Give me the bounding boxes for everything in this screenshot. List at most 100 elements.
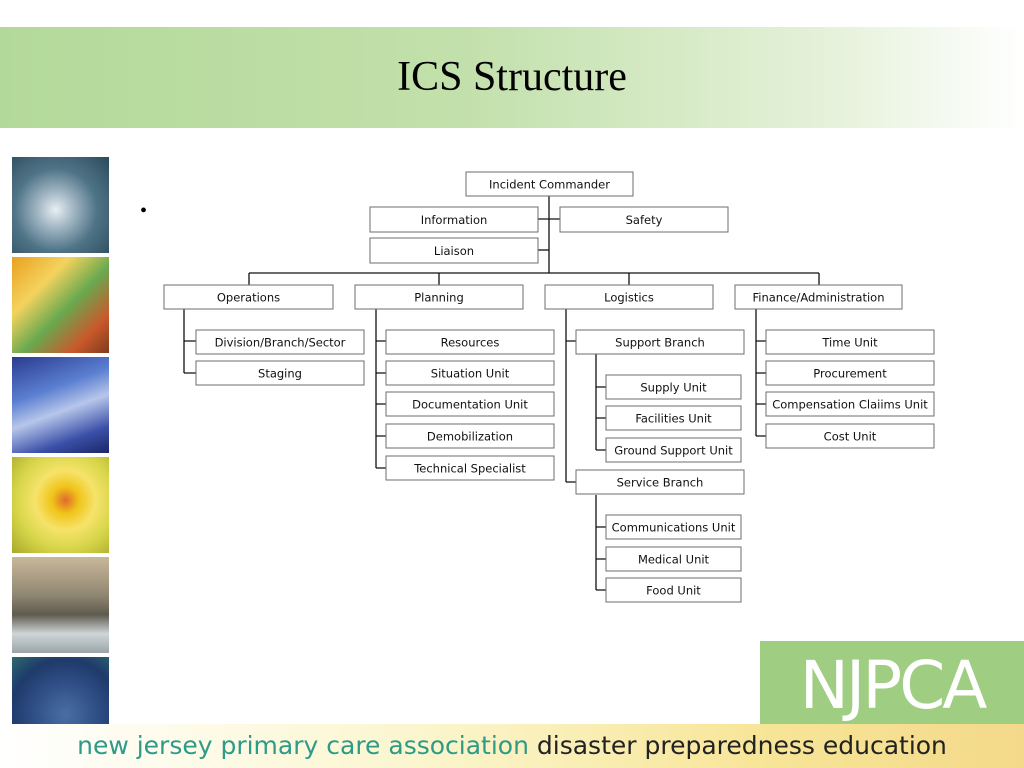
org-node-box [369, 237, 539, 264]
org-node-box [765, 391, 935, 417]
org-node-cost-unit: Cost Unit [765, 423, 935, 449]
org-node-staging: Staging [195, 360, 365, 386]
org-node-label: Finance/Administration [752, 291, 884, 305]
njpca-logo-box [760, 641, 1024, 730]
org-node-medical-unit: Medical Unit [605, 546, 742, 572]
footer-program-name: disaster preparedness education [536, 731, 947, 760]
org-node-label: Food Unit [646, 584, 701, 598]
org-node-box [385, 455, 555, 481]
org-node-label: Support Branch [615, 336, 705, 350]
org-node-technical-specialist: Technical Specialist [385, 455, 555, 481]
org-node-label: Information [421, 213, 488, 227]
org-node-box [195, 329, 365, 355]
org-node-box [765, 329, 935, 355]
slide-title: ICS Structure [397, 54, 627, 100]
org-node-demobilization: Demobilization [385, 423, 555, 449]
org-node-box [575, 329, 745, 355]
org-node-label: Documentation Unit [412, 398, 528, 412]
org-node-label: Ground Support Unit [614, 444, 733, 458]
org-node-box [385, 423, 555, 449]
hurricane-photo [12, 157, 109, 253]
lab-vials-photo [12, 257, 109, 353]
org-node-food-unit: Food Unit [605, 577, 742, 603]
org-node-operations: Operations [163, 284, 334, 310]
org-node-box [605, 514, 742, 540]
org-node-box [575, 469, 745, 495]
org-node-label: Communications Unit [612, 521, 736, 535]
org-node-label: Facilities Unit [635, 412, 712, 426]
org-node-label: Technical Specialist [413, 462, 526, 476]
org-node-label: Division/Branch/Sector [215, 336, 346, 350]
org-node-label: Demobilization [427, 430, 513, 444]
org-node-label: Safety [626, 213, 663, 227]
org-node-label: Time Unit [821, 336, 878, 350]
org-node-label: Logistics [604, 291, 654, 305]
org-node-compensation-claims-unit: Compensation Claiims Unit [765, 391, 935, 417]
org-node-box [544, 284, 714, 310]
org-node-incident-commander: Incident Commander [465, 171, 634, 197]
org-node-division-branch-sector: Division/Branch/Sector [195, 329, 365, 355]
org-node-label: Incident Commander [489, 178, 610, 192]
org-node-documentation-unit: Documentation Unit [385, 391, 555, 417]
flood-photo [12, 557, 109, 653]
connector-logistics-branches [565, 309, 576, 483]
org-node-logistics: Logistics [544, 284, 714, 310]
org-node-label: Supply Unit [640, 381, 707, 395]
org-node-box [354, 284, 524, 310]
org-node-situation-unit: Situation Unit [385, 360, 555, 386]
org-node-box [605, 577, 742, 603]
org-node-label: Resources [441, 336, 500, 350]
footer-org-name: new jersey primary care association [77, 731, 529, 760]
org-node-ground-support-unit: Ground Support Unit [605, 437, 742, 463]
njpca-logo: NJPCA [799, 647, 988, 724]
org-node-box [163, 284, 334, 310]
org-node-box [734, 284, 903, 310]
connector-operations-units [183, 309, 196, 374]
org-node-resources: Resources [385, 329, 555, 355]
connector-finance-units [755, 309, 766, 437]
org-node-facilities-unit: Facilities Unit [605, 405, 742, 431]
org-node-supply-unit: Supply Unit [605, 374, 742, 400]
org-node-box [559, 206, 729, 233]
org-node-label: Medical Unit [638, 553, 710, 567]
title-bar [0, 27, 1024, 128]
connector-planning-units [375, 309, 386, 469]
org-node-box [765, 360, 935, 386]
org-node-planning: Planning [354, 284, 524, 310]
org-node-box [369, 206, 539, 233]
org-node-support-branch: Support Branch [575, 329, 745, 355]
org-node-label: Staging [258, 367, 302, 381]
org-node-liaison: Liaison [369, 237, 539, 264]
org-node-label: Compensation Claiims Unit [772, 398, 928, 412]
org-node-label: Planning [414, 291, 464, 305]
org-node-finance-administration: Finance/Administration [734, 284, 903, 310]
org-node-box [605, 546, 742, 572]
hospital-equipment-photo [12, 357, 109, 453]
org-node-label: Procurement [813, 367, 887, 381]
org-node-box [195, 360, 365, 386]
org-node-box [385, 329, 555, 355]
connector-service-units [595, 495, 606, 591]
connector-support-units [595, 354, 606, 451]
org-node-information: Information [369, 206, 539, 233]
org-node-label: Service Branch [617, 476, 704, 490]
bullet-point: • [140, 200, 148, 222]
org-node-box [765, 423, 935, 449]
org-node-box [605, 437, 742, 463]
org-node-service-branch: Service Branch [575, 469, 745, 495]
org-node-safety: Safety [559, 206, 729, 233]
footer-text: new jersey primary care association disa… [0, 728, 1024, 764]
radiation-photo [12, 457, 109, 553]
org-node-label: Situation Unit [431, 367, 510, 381]
org-node-box [605, 405, 742, 431]
org-chart-connectors [183, 196, 820, 591]
org-node-box [605, 374, 742, 400]
org-node-label: Operations [217, 291, 280, 305]
org-node-label: Cost Unit [824, 430, 877, 444]
org-node-label: Liaison [434, 244, 474, 258]
org-node-box [385, 360, 555, 386]
org-node-communications-unit: Communications Unit [605, 514, 742, 540]
org-node-box [385, 391, 555, 417]
